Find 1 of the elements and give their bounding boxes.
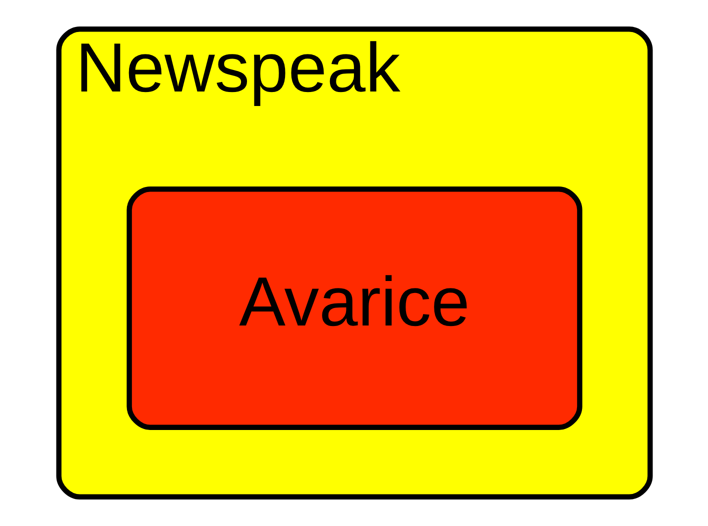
- node-box: Avarice: [126, 186, 582, 430]
